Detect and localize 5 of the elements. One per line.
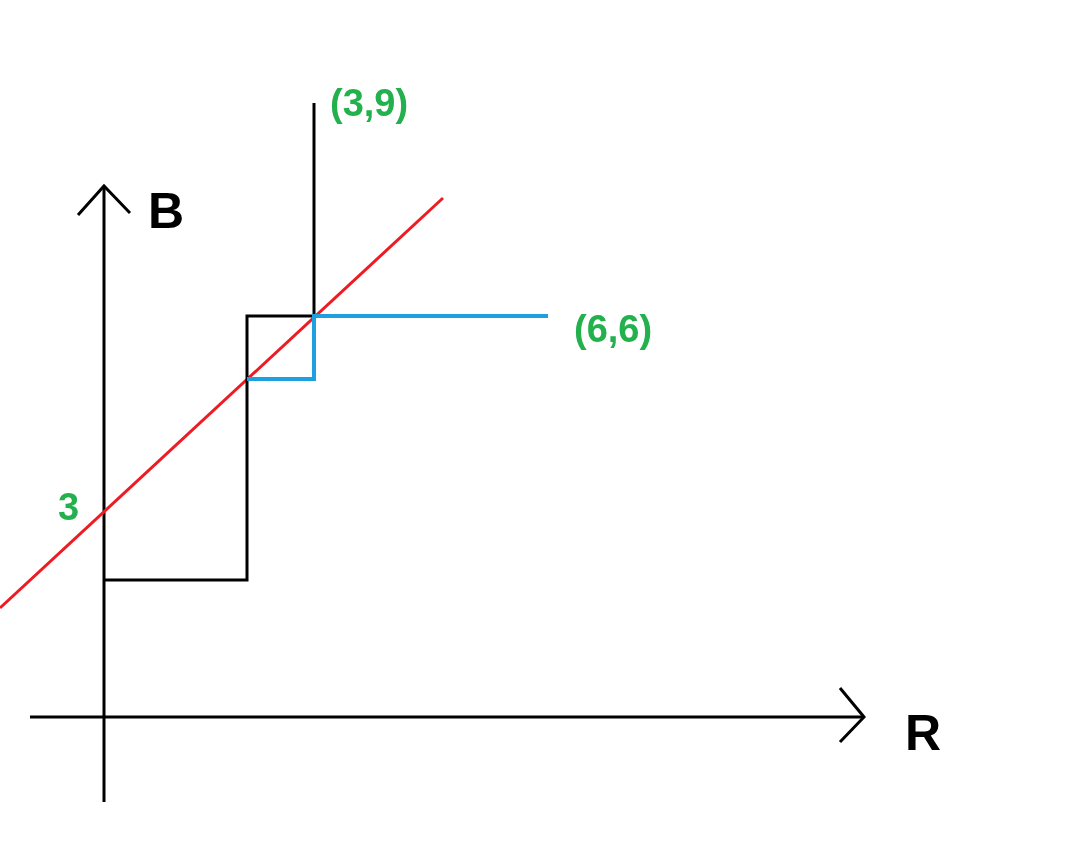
axis-label: R [905, 708, 942, 758]
point-label: (3,9) [330, 84, 409, 122]
axis-label: B [148, 186, 185, 236]
point-label: (6,6) [574, 310, 653, 348]
tick-label: 3 [58, 488, 80, 526]
